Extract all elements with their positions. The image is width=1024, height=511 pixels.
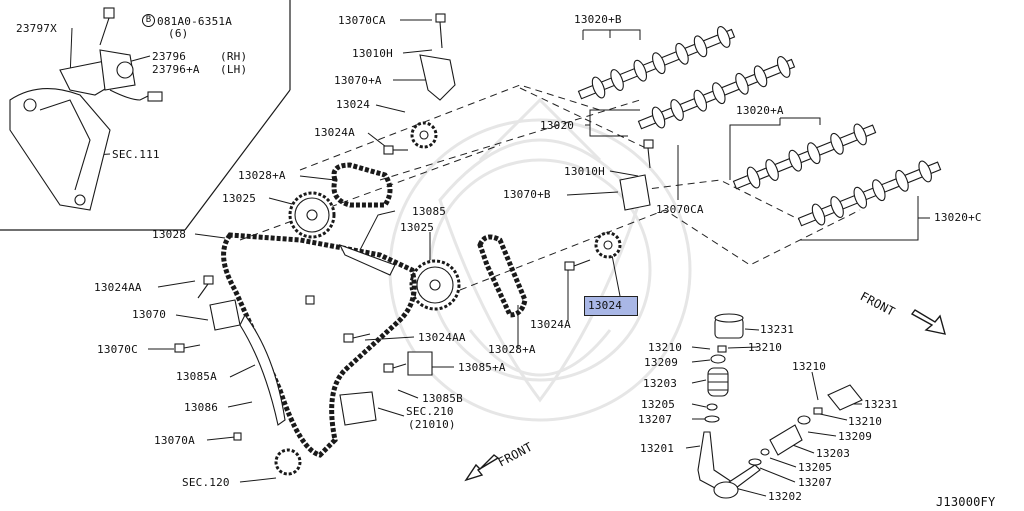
label-13209-b: 13209 <box>838 430 873 443</box>
leader-lines <box>69 19 930 497</box>
label-13070: 13070 <box>132 308 167 321</box>
label-13209-a: 13209 <box>644 356 679 369</box>
label-sec210-sub: (21010) <box>408 418 456 431</box>
label-13010h-mid: 13010H <box>564 165 605 178</box>
label-13085b: 13085B <box>422 392 463 405</box>
label-13070a-bot: 13070A <box>154 434 195 447</box>
guides-and-tensioners <box>209 54 651 426</box>
label-23796: 23796 <box>152 50 187 63</box>
label-13020a: 13020+A <box>736 104 784 117</box>
label-sec120: SEC.120 <box>182 476 230 489</box>
label-13024aa-left: 13024AA <box>94 281 142 294</box>
label-13024-top: 13024 <box>336 98 371 111</box>
label-13231-top: 13231 <box>760 323 795 336</box>
label-13205-a: 13205 <box>641 398 676 411</box>
label-sec210: SEC.210 <box>406 405 454 418</box>
valve-train <box>697 313 863 499</box>
label-13070ca-mid: 13070CA <box>656 203 704 216</box>
label-13024-highlighted[interactable]: 13024 <box>584 296 638 316</box>
bolt-circle-b: B <box>142 14 155 27</box>
label-13020b: 13020+B <box>574 13 622 26</box>
label-13024a-top: 13024A <box>314 126 355 139</box>
label-13203-b: 13203 <box>816 447 851 460</box>
label-13070c: 13070C <box>97 343 138 356</box>
label-23796a-lh: (LH) <box>220 63 248 76</box>
label-13207-a: 13207 <box>638 413 673 426</box>
label-13025-left: 13025 <box>222 192 257 205</box>
label-13202: 13202 <box>768 490 803 503</box>
label-13086: 13086 <box>184 401 219 414</box>
label-13205-b: 13205 <box>798 461 833 474</box>
label-bolt-qty: (6) <box>168 27 189 40</box>
label-23796a: 23796+A <box>152 63 200 76</box>
label-13210-b: 13210 <box>748 341 783 354</box>
bolts <box>174 13 654 441</box>
camshafts <box>577 26 942 227</box>
label-13024aa-mid: 13024AA <box>418 331 466 344</box>
dashed-lines <box>239 84 861 291</box>
label-13210-d: 13210 <box>848 415 883 428</box>
timing-chains <box>221 162 528 458</box>
label-13070ca-top: 13070CA <box>338 14 386 27</box>
label-13201: 13201 <box>640 442 675 455</box>
label-13231-r: 13231 <box>864 398 899 411</box>
label-23796-rh: (RH) <box>220 50 248 63</box>
label-13028a-mid: 13028+A <box>488 343 536 356</box>
label-13024a-mid: 13024A <box>530 318 571 331</box>
label-13025-mid: 13025 <box>400 221 435 234</box>
label-13020: 13020 <box>540 119 575 132</box>
label-13010h-top: 13010H <box>352 47 393 60</box>
inset-parts <box>9 7 163 211</box>
label-13210-c: 13210 <box>792 360 827 373</box>
label-13085a-plus: 13085+A <box>458 361 506 374</box>
label-13028a-top: 13028+A <box>238 169 286 182</box>
label-13070a-top: 13070+A <box>334 74 382 87</box>
label-13020c: 13020+C <box>934 211 982 224</box>
inset-frame <box>0 0 291 231</box>
diagram-id: J13000FY <box>936 495 996 509</box>
label-bolt-ref: 081A0-6351A <box>157 15 233 28</box>
label-23797x: 23797X <box>16 22 57 35</box>
label-13210-a: 13210 <box>648 341 683 354</box>
label-13085a: 13085A <box>176 370 217 383</box>
label-13207-b: 13207 <box>798 476 833 489</box>
label-13028: 13028 <box>152 228 187 241</box>
label-13203-a: 13203 <box>643 377 678 390</box>
label-13070b: 13070+B <box>503 188 551 201</box>
label-sec111: SEC.111 <box>112 148 160 161</box>
front-arrows <box>464 309 946 482</box>
label-13085: 13085 <box>412 205 447 218</box>
